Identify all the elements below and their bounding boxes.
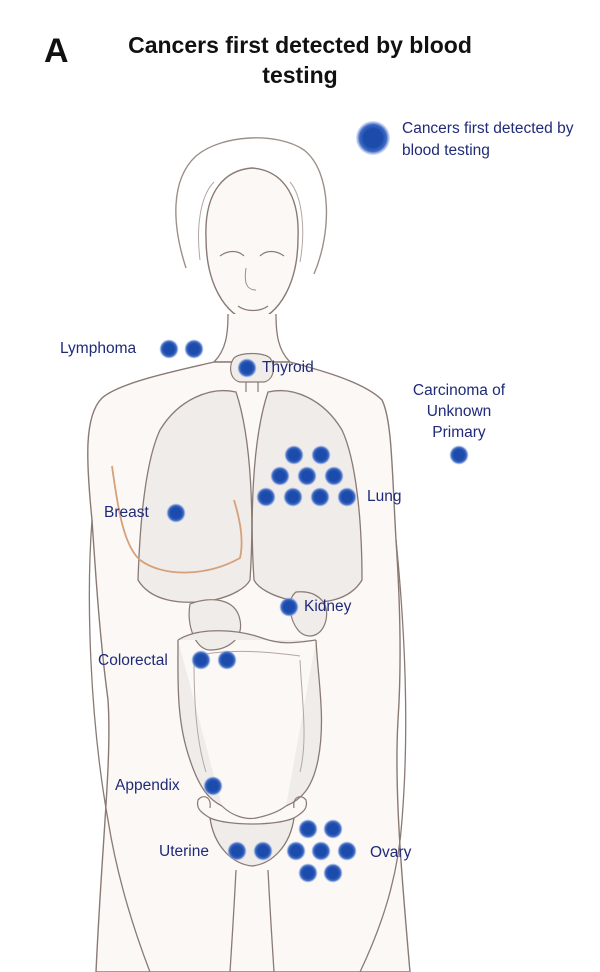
face-outline [205,167,299,323]
appendix-dot [203,776,223,796]
lung-dot [270,466,290,486]
right-arm [359,539,407,972]
ovary-dot [337,841,357,861]
hair-inner [198,181,304,263]
nose [244,267,257,291]
lung-dot [297,466,317,486]
ovary-dot [298,819,318,839]
figure-title: Cancers first detected by blood testing [128,32,472,88]
right-tube [293,796,308,819]
label-lymphoma: Lymphoma [60,340,137,357]
lung-dot [310,487,330,507]
left-tube [196,796,211,819]
right-lung [251,390,363,603]
ovary-dot [286,841,306,861]
label-ovary: Ovary [370,844,412,861]
left-eye [219,250,245,257]
kidney-dot [279,597,299,617]
thyroid-dot [237,358,257,378]
colorectal-dot [217,650,237,670]
ovary-dot [298,863,318,883]
label-thyroid: Thyroid [262,359,314,376]
lung-dot [256,487,276,507]
uterine-dot [253,841,273,861]
label-unknown-primary: Carcinoma of Unknown Primary [412,382,506,441]
unknown-primary-dot [449,445,469,465]
label-lung: Lung [367,488,402,505]
lymphoma-dot [184,339,204,359]
lung-dot [337,487,357,507]
legend-label: Cancers first detected by blood testing [402,120,574,159]
lung-dot [324,466,344,486]
label-appendix: Appendix [115,777,180,794]
label-kidney: Kidney [304,598,352,615]
ovary-dot [311,841,331,861]
label-uterine: Uterine [159,843,209,860]
mouth [237,305,269,312]
hair-outline [175,137,328,275]
rectum [221,805,287,820]
colorectal-dot [191,650,211,670]
ovary-dot [323,819,343,839]
panel-letter: A [44,32,69,70]
stomach [188,599,242,651]
label-colorectal: Colorectal [98,652,168,669]
ovary-dot [323,863,343,883]
left-arm [88,519,151,972]
legend-marker [356,121,390,155]
breast-dot [166,503,186,523]
lung-dot [311,445,331,465]
lymphoma-dot [159,339,179,359]
label-breast: Breast [104,504,149,521]
breast-outline [111,465,243,574]
lung-dot [284,445,304,465]
legs [229,869,275,972]
lung-dot [283,487,303,507]
right-eye [259,250,285,257]
uterine-dot [227,841,247,861]
